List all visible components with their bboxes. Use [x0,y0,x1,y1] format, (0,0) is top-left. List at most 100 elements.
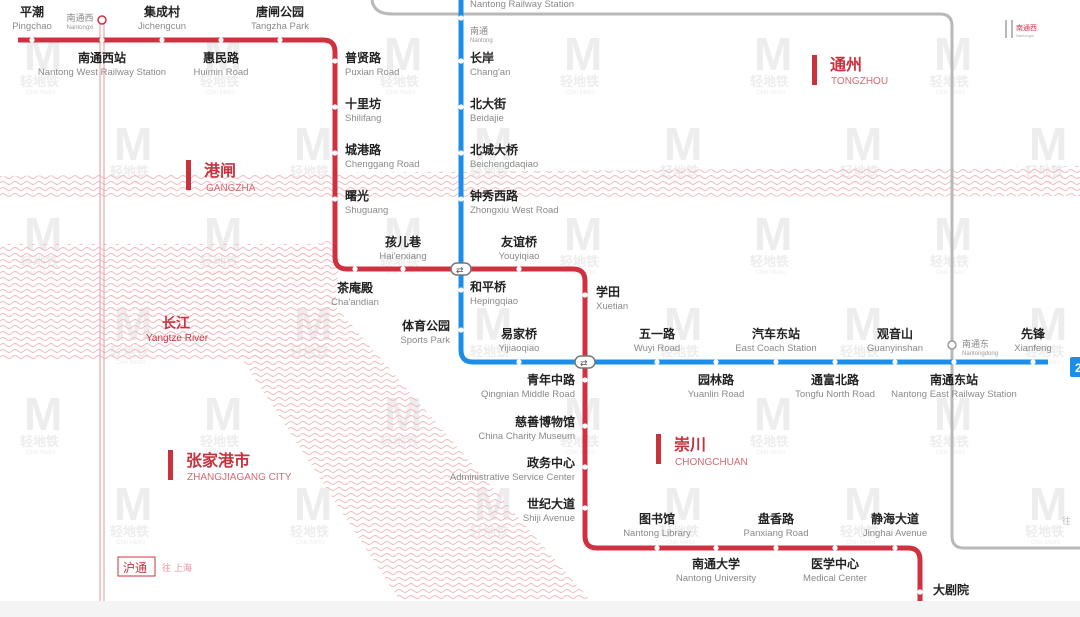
station-grand-theatre[interactable]: 大剧院 [933,582,969,597]
station-dot [917,589,923,595]
station-name-en: Administrative Service Center [450,472,575,483]
watermark-zh: 轻地铁 [110,524,149,540]
blue-line [458,0,1048,365]
station-dot [99,37,105,43]
river-label: 长江 Yangtze River [146,315,209,344]
station-name-zh: 南通西 [66,12,93,24]
watermark-zh: 轻地铁 [840,524,879,540]
station-dot [654,545,660,551]
station-dots [29,15,1036,595]
station-name-zh: 普贤路 [345,50,382,65]
station-dot [352,266,358,272]
station-name-en: East Coach Station [735,343,816,354]
watermark-zh: 轻地铁 [560,74,599,90]
station-dot [277,37,283,43]
station-nantong-rail-top[interactable]: Nantong Railway Station [470,0,574,10]
watermark-logo: M [664,298,702,350]
watermark-en: Chin Metro [116,540,146,546]
legend-en: Nantongxi [1016,33,1034,38]
station-name-zh: 青年中路 [527,372,576,387]
interchange-icon [574,355,596,369]
station-name-zh: 茶庵殿 [336,280,374,295]
station-name-en: Tongfu North Road [795,389,875,400]
station-dot [218,37,224,43]
district-chongchuan-en: CHONGCHUAN [675,457,748,468]
watermark-logo: M [844,118,882,170]
watermark-logo: M [474,298,512,350]
station-dot [713,545,719,551]
watermark-zh: 轻地铁 [930,74,969,90]
station-hepingqiao[interactable]: 和平桥 Hepingqiao [469,279,518,307]
station-name-en: Nantong East Railway Station [891,389,1017,400]
station-name-zh: 观音山 [877,326,913,341]
watermark-logo: M [384,28,422,80]
station-dot [951,359,957,365]
interchange-icon: ⇄ [456,266,464,276]
station-dot [332,104,338,110]
watermark-en: Chin Metro [386,270,416,276]
hutong-label: 沪通 往 上海 [117,556,192,577]
watermark-zh: 轻地铁 [1025,344,1064,360]
station-name-zh: 钟秀西路 [470,188,519,203]
station-dot [713,359,719,365]
station-dot [332,196,338,202]
station-name-zh: 南通大学 [692,556,740,571]
station-name-zh: 盘香路 [758,511,795,526]
rail-station-rings [97,15,957,350]
station-name-en: Hepingqiao [470,296,518,307]
station-name-en: China Charity Museum [478,431,575,442]
station-name-zh: 和平桥 [469,279,507,294]
station-name-zh: 长岸 [470,50,494,65]
watermark-logo: M [754,208,792,260]
watermark-en: Chin Metro [566,90,596,96]
station-name-zh: 园林路 [698,372,735,387]
watermark-zh: 轻地铁 [750,434,789,450]
